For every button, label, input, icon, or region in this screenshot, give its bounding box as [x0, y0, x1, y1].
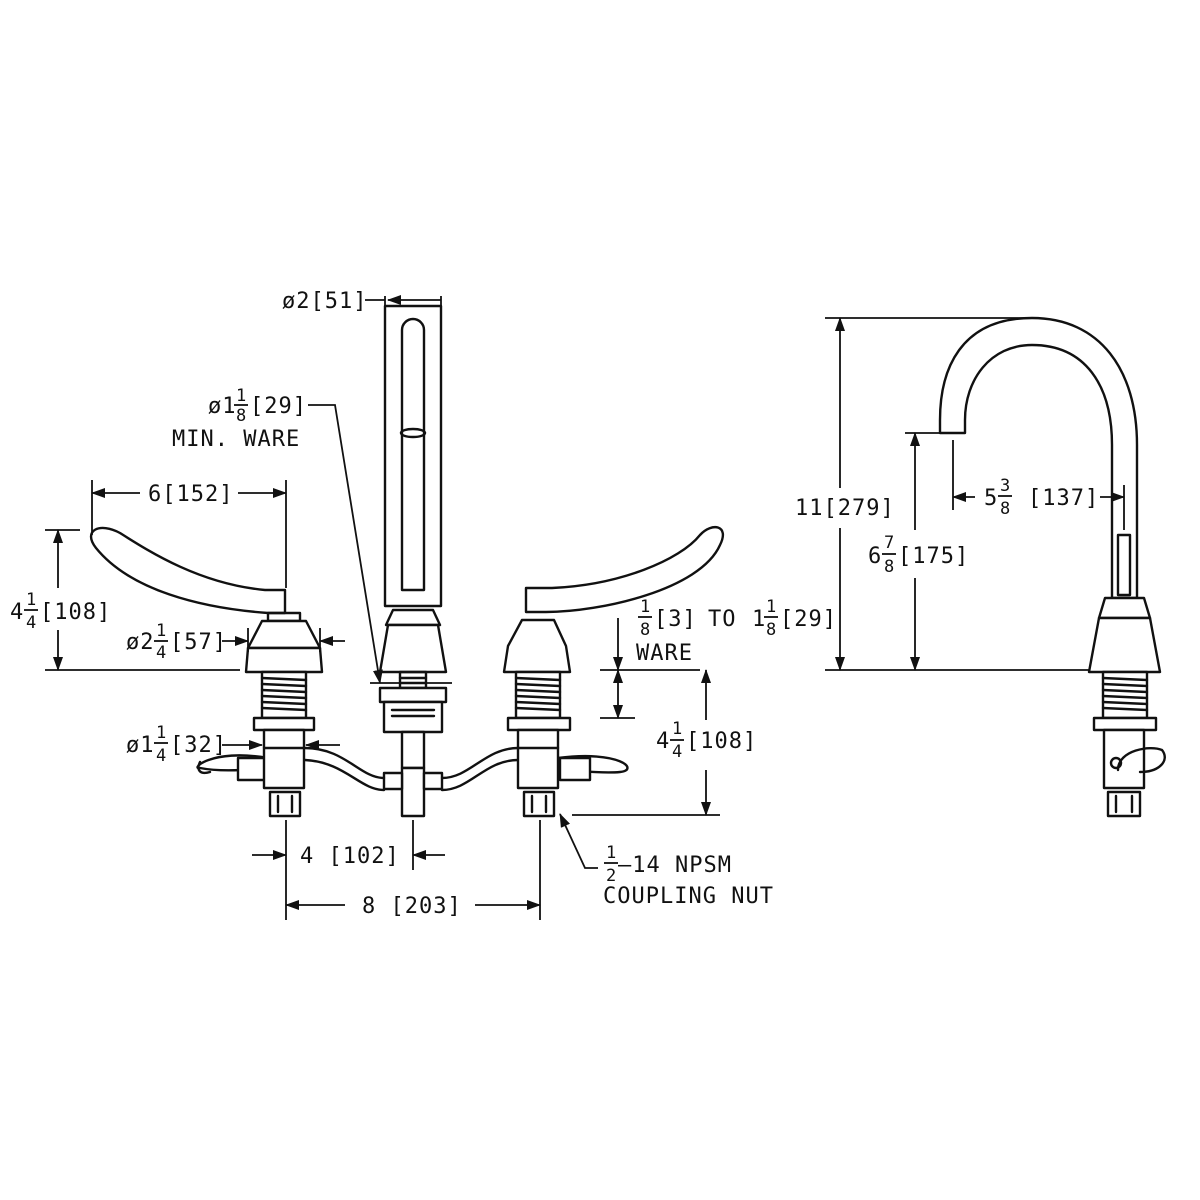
- svg-text:1: 1: [640, 597, 651, 617]
- side-view: [825, 316, 1166, 818]
- svg-text:7: 7: [884, 533, 895, 553]
- dim-spout-reach: 5 3 8 [137]: [984, 476, 1099, 519]
- dim-overall-spacing: 8 [203]: [362, 894, 462, 919]
- dim-shank-dia: ø1 1 4 [32]: [126, 723, 227, 766]
- dim-overall-height: 11[279]: [795, 496, 895, 521]
- svg-text:[175]: [175]: [898, 544, 969, 569]
- svg-text:ø1: ø1: [208, 394, 237, 419]
- svg-text:[57]: [57]: [170, 630, 227, 655]
- svg-text:4: 4: [10, 600, 24, 625]
- svg-text:1: 1: [236, 386, 247, 406]
- svg-text:ø2: ø2: [126, 630, 155, 655]
- svg-text:2: 2: [606, 866, 617, 886]
- coupling-nut-label: 1 2 –14 NPSM COUPLING NUT: [603, 843, 774, 909]
- svg-text:8 [203]: 8 [203]: [362, 894, 462, 919]
- dim-ware-range: 1 8 [3] TO 1 1 8 [29] WARE: [636, 597, 837, 666]
- dim-shank-length: 4 1 4 [108]: [656, 719, 757, 762]
- left-valve: [89, 526, 324, 818]
- svg-text:ø2[51]: ø2[51]: [282, 289, 367, 314]
- dim-handle-height: 4 1 4 [108]: [10, 590, 111, 633]
- svg-text:4: 4: [156, 746, 167, 766]
- svg-text:–14 NPSM: –14 NPSM: [618, 853, 732, 878]
- svg-text:4 [102]: 4 [102]: [300, 844, 400, 869]
- svg-text:1: 1: [752, 607, 766, 632]
- dim-hole-dia: ø1 1 8 [29] MIN. WARE: [172, 386, 307, 452]
- dim-spout-clearance: 6 7 8 [175]: [868, 533, 969, 577]
- svg-text:8: 8: [640, 620, 651, 640]
- svg-text:1: 1: [156, 621, 167, 641]
- svg-text:[29]: [29]: [250, 394, 307, 419]
- front-view: [45, 295, 724, 920]
- svg-text:3: 3: [1000, 476, 1011, 496]
- svg-text:8: 8: [766, 620, 777, 640]
- svg-text:4: 4: [26, 613, 37, 633]
- right-valve: [502, 525, 724, 818]
- side-spout: [905, 316, 1166, 818]
- svg-text:1: 1: [606, 843, 617, 863]
- svg-text:WARE: WARE: [636, 641, 693, 666]
- svg-text:11[279]: 11[279]: [795, 496, 895, 521]
- svg-text:4: 4: [672, 742, 683, 762]
- spout: [378, 304, 448, 818]
- svg-text:TO: TO: [708, 607, 737, 632]
- svg-text:8: 8: [236, 406, 247, 426]
- svg-text:1: 1: [156, 723, 167, 743]
- svg-text:[3]: [3]: [654, 607, 697, 632]
- dim-escutcheon-dia: ø2 1 4 [57]: [126, 621, 227, 663]
- svg-text:COUPLING NUT: COUPLING NUT: [603, 884, 774, 909]
- svg-text:[29]: [29]: [780, 607, 837, 632]
- dim-center-spacing: 4 [102]: [300, 844, 400, 869]
- dim-spout-dia: ø2[51]: [282, 289, 367, 314]
- svg-text:[108]: [108]: [686, 729, 757, 754]
- svg-text:5: 5: [984, 486, 998, 511]
- svg-text:[108]: [108]: [40, 600, 111, 625]
- svg-text:4: 4: [656, 729, 670, 754]
- svg-text:1: 1: [672, 719, 683, 739]
- svg-text:6: 6: [868, 544, 882, 569]
- svg-text:6[152]: 6[152]: [148, 482, 233, 507]
- svg-text:[32]: [32]: [170, 733, 227, 758]
- side-dimension-lines: [825, 317, 1125, 671]
- svg-text:8: 8: [1000, 499, 1011, 519]
- svg-text:1: 1: [766, 597, 777, 617]
- svg-text:MIN. WARE: MIN. WARE: [172, 427, 300, 452]
- dim-handle-reach: 6[152]: [148, 482, 233, 507]
- svg-text:ø1: ø1: [126, 733, 155, 758]
- svg-text:4: 4: [156, 643, 167, 663]
- svg-text:8: 8: [884, 557, 895, 577]
- svg-text:1: 1: [26, 590, 37, 610]
- front-dimension-lines: [45, 295, 720, 920]
- svg-text:[137]: [137]: [1028, 486, 1099, 511]
